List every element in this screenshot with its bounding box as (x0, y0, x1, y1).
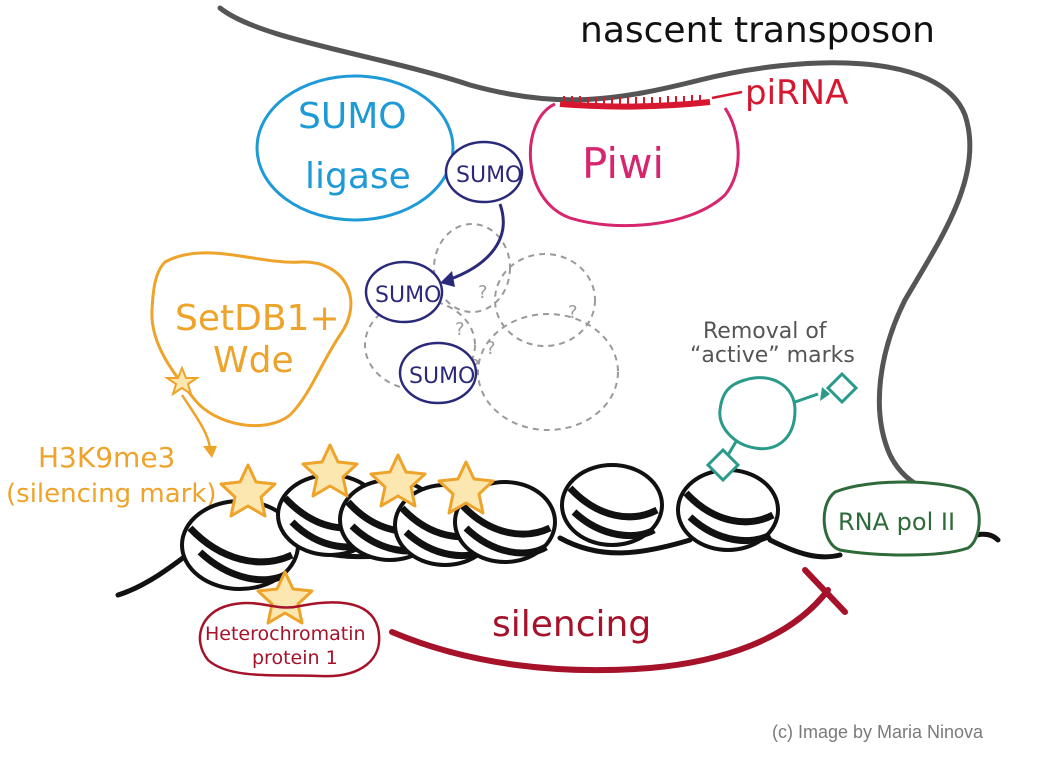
silencing-block-bar (802, 567, 848, 615)
setdb1-shape (150, 251, 353, 428)
h3k9me3-star-icon-2 (301, 443, 359, 498)
sumo-tag-on-ligase-label: SUMO (456, 163, 522, 188)
setdb1-label-line2: Wde (213, 340, 294, 381)
removal-label-line2: “active” marks (690, 343, 855, 368)
silencing-label: silencing (492, 604, 651, 645)
nucleosome-7 (676, 468, 780, 552)
rna-pol-ii-label: RNA pol II (838, 508, 955, 536)
h3k9me3-label-line2: (silencing mark) (6, 479, 217, 509)
nucleosome-6 (560, 463, 664, 547)
methylation-arrow (180, 394, 212, 449)
image-credit: (c) Image by Maria Ninova (772, 722, 984, 742)
sumo-ligase-shape (255, 74, 455, 222)
sumo-ligase-label-line1: SUMO (298, 96, 407, 137)
setdb1-star-icon (163, 365, 201, 397)
sumo-tag-middle (364, 260, 444, 324)
h3k9me3-star-icon-1 (219, 463, 277, 518)
demethylase-shape (718, 376, 797, 451)
removal-label-line1: Removal of (703, 319, 828, 344)
setdb1-label-line1: SetDB1+ (175, 298, 340, 339)
h3k9me3-star-icon-3 (369, 453, 427, 508)
nucleosome-1 (180, 499, 300, 591)
pirna-pointer-line (711, 90, 743, 100)
unknown-question-1: ? (478, 282, 488, 303)
unknown-question-3: ? (455, 319, 465, 340)
sumo-transfer-arrow (447, 203, 505, 282)
nascent-transposon-label: nascent transposon (580, 10, 935, 51)
released-mark-diamond-icon (825, 371, 859, 405)
removal-arrow-line (794, 392, 819, 404)
hp1-bound-star-icon (256, 570, 314, 625)
rna-pol-ii-shape (822, 480, 981, 557)
unknown-question-2: ? (568, 302, 578, 323)
hp1-shape (198, 601, 381, 678)
hp1-label-line2: protein 1 (252, 647, 338, 669)
pirna-ticks (563, 95, 701, 107)
hp1-label-line1: Heterochromatin (205, 623, 366, 645)
nascent-rna-strand (217, 5, 973, 493)
demethylase-stalk (726, 439, 739, 456)
sumo-tag-middle-label: SUMO (375, 283, 441, 308)
sumo-tag-lower (398, 341, 478, 405)
sumo-transfer-arrowhead (440, 271, 455, 287)
h3k9me3-star-icon-4 (437, 460, 495, 515)
unknown-question-4: ? (486, 338, 496, 359)
h3k9me3-marks (219, 443, 495, 625)
removal-arrowhead (820, 387, 830, 401)
sumo-tag-lower-label: SUMO (409, 364, 475, 389)
piwi-label: Piwi (582, 139, 664, 188)
silencing-arc (389, 587, 831, 674)
h3k9me3-label-line1: H3K9me3 (38, 441, 175, 474)
dna-strand (115, 531, 1001, 598)
removed-mark-diamond-icon (705, 447, 741, 483)
sumo-tag-on-ligase (444, 140, 524, 204)
methylation-arrowhead (203, 446, 217, 458)
pirna-label: piRNA (745, 73, 848, 113)
piwi-protein-shape (528, 102, 740, 228)
sumo-ligase-label-line2: ligase (305, 156, 411, 197)
